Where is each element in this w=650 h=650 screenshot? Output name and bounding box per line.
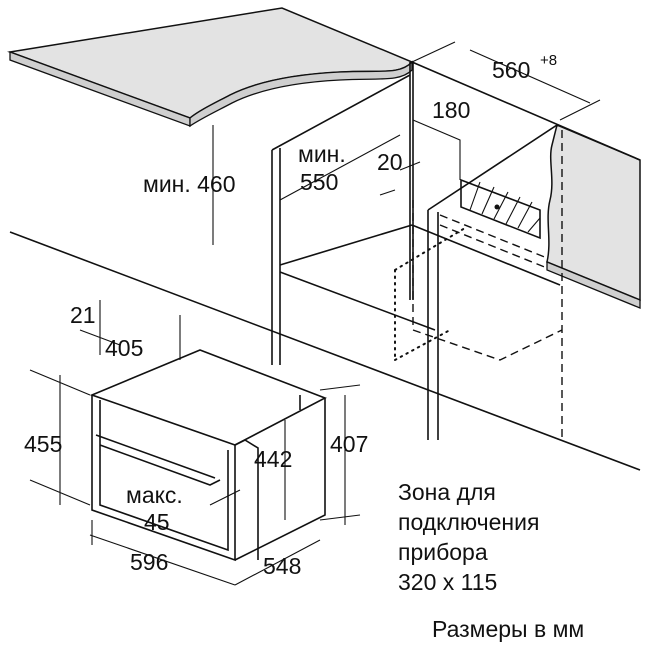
width-596-label: 596 — [130, 549, 168, 575]
connection-area-hatch — [460, 178, 541, 240]
zone-line-1: Зона для — [398, 479, 496, 505]
zone-line-3: прибора — [398, 539, 488, 565]
height-407-label: 407 — [330, 431, 368, 457]
left-countertop — [7, 7, 414, 128]
min-height-label: мин. 460 — [143, 171, 236, 197]
right-cabinet — [394, 124, 563, 440]
niche-width-tolerance: +8 — [540, 52, 557, 69]
offset-180-label: 180 — [432, 97, 470, 123]
max-value: 45 — [144, 509, 170, 535]
height-455-label: 455 — [24, 431, 62, 457]
zone-line-2: подключения — [398, 509, 539, 535]
gap-20-label: 20 — [377, 149, 403, 175]
oven — [89, 349, 327, 562]
right-countertop — [546, 123, 641, 309]
dimension-lines — [29, 41, 601, 586]
floor-line — [9, 231, 641, 471]
min-depth-prefix: мин. — [298, 141, 346, 167]
depth-548-label: 548 — [263, 553, 301, 579]
max-label: макс. — [126, 482, 183, 508]
wall-edge — [411, 61, 641, 161]
inner-442-label: 442 — [254, 446, 292, 472]
left-cabinet — [271, 62, 561, 365]
front-21-label: 21 — [70, 302, 96, 328]
zone-line-4: 320 x 115 — [398, 569, 497, 595]
min-depth-value: 550 — [300, 169, 338, 195]
niche-width-label: 560 — [492, 57, 530, 83]
depth-405-label: 405 — [105, 335, 143, 361]
units-note: Размеры в мм — [432, 616, 584, 642]
